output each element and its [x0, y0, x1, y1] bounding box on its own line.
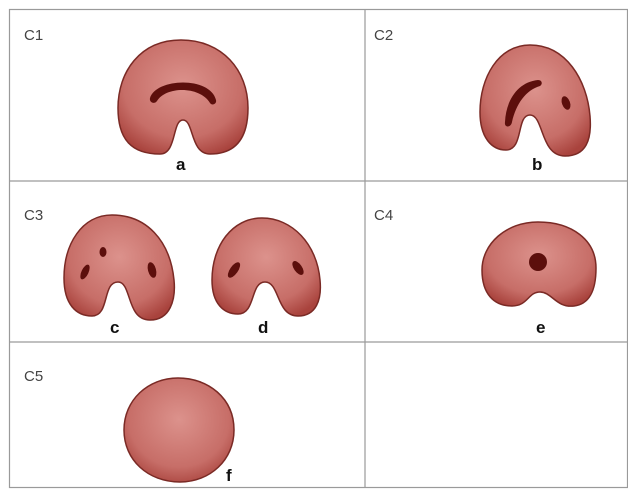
- shape-c: [64, 215, 174, 320]
- cell-label-c4: C4: [374, 207, 393, 224]
- arch-with-three-canals-icon: [64, 215, 174, 320]
- arch-with-continuous-groove-icon: [118, 40, 248, 154]
- shape-d: [212, 218, 320, 316]
- shape-e: [482, 222, 596, 306]
- shape-b: [480, 45, 590, 156]
- single-canal-lumen: [529, 253, 547, 271]
- cell-label-c2: C2: [374, 27, 393, 44]
- shape-label-e: e: [536, 318, 545, 337]
- shape-label-d: d: [258, 318, 268, 337]
- shape-label-b: b: [532, 155, 542, 174]
- cell-label-c5: C5: [24, 368, 43, 385]
- cell-label-c3: C3: [24, 207, 43, 224]
- cell-label-c1: C1: [24, 27, 43, 44]
- round-disc-icon: [124, 378, 234, 482]
- shape-label-f: f: [226, 466, 232, 485]
- shape-a: [118, 40, 248, 154]
- shape-f: [124, 378, 234, 482]
- arch-with-two-canals-icon: [212, 218, 320, 316]
- shape-label-c: c: [110, 318, 119, 337]
- canal-lumen-middle: [100, 247, 107, 257]
- shape-label-a: a: [176, 155, 186, 174]
- arch-with-groove-and-dot-icon: [480, 45, 590, 156]
